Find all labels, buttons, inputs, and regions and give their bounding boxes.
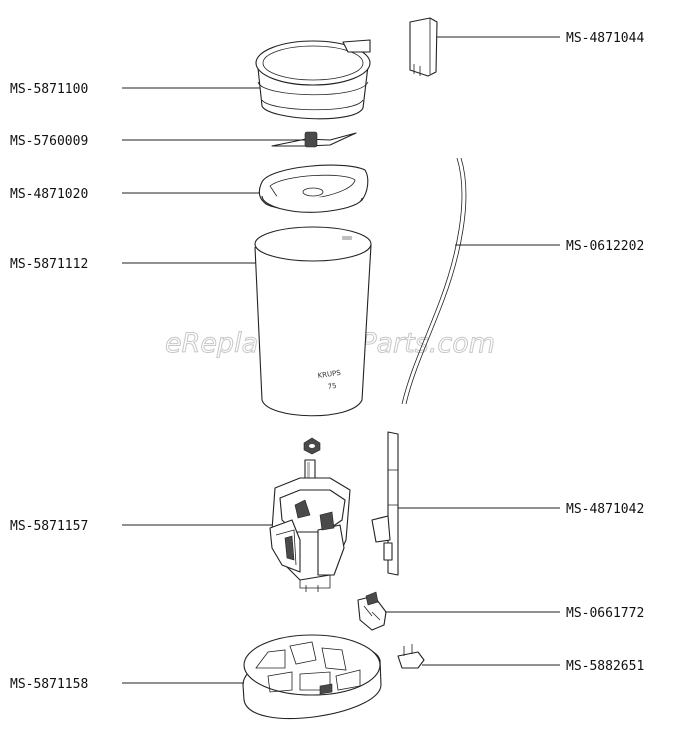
- lid-part[interactable]: [255, 39, 371, 120]
- part-label[interactable]: MS-4871042: [566, 502, 644, 517]
- housing-model-text: 75: [327, 382, 337, 391]
- nut-part: [303, 437, 321, 455]
- connector-part[interactable]: [397, 644, 425, 669]
- part-labels: MS-4871044 MS-5871100 MS-5760009 MS-4871…: [10, 31, 644, 692]
- cover-switch-part[interactable]: [409, 17, 438, 77]
- part-label[interactable]: MS-5871157: [10, 519, 88, 534]
- housing-brand-text: KRUPS: [317, 369, 342, 380]
- part-label[interactable]: MS-4871020: [10, 187, 88, 202]
- part-label[interactable]: MS-0661772: [566, 606, 644, 621]
- part-label[interactable]: MS-5871158: [10, 677, 88, 692]
- part-label[interactable]: MS-0612202: [566, 239, 644, 254]
- part-label[interactable]: MS-4871044: [566, 31, 644, 46]
- part-label[interactable]: MS-5871100: [10, 82, 88, 97]
- switch-rod-part[interactable]: [371, 431, 399, 576]
- leader-lines: [122, 36, 560, 684]
- part-label[interactable]: MS-5760009: [10, 134, 88, 149]
- part-label[interactable]: MS-5882651: [566, 659, 644, 674]
- power-cord-part[interactable]: [401, 157, 467, 405]
- grinding-bowl-part[interactable]: [258, 164, 369, 213]
- motor-part[interactable]: [269, 459, 351, 592]
- housing-part[interactable]: KRUPS 75: [254, 226, 372, 417]
- switch-part[interactable]: [357, 591, 387, 631]
- part-label[interactable]: MS-5871112: [10, 257, 88, 272]
- base-part[interactable]: [242, 634, 382, 720]
